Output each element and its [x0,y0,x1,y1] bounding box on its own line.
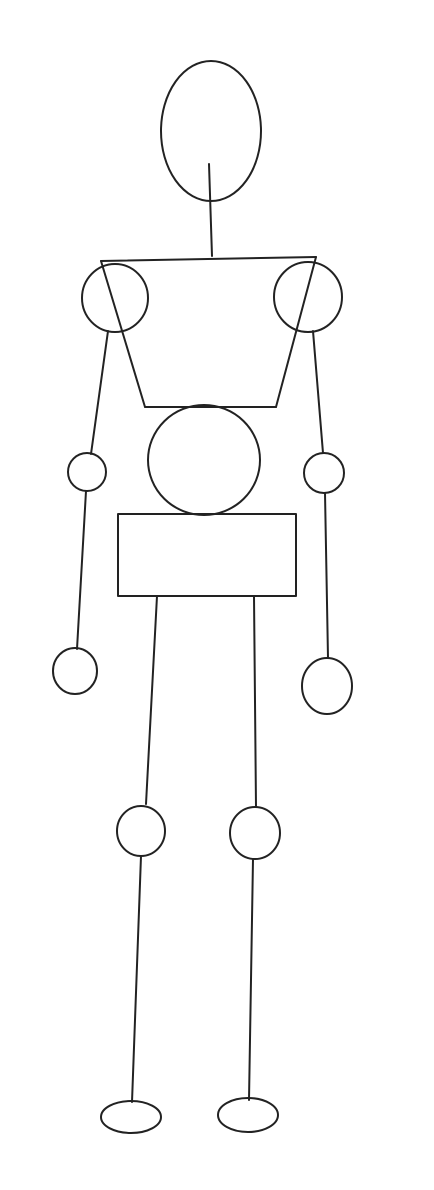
left-hand [52,647,98,695]
left-elbow-joint [67,452,107,492]
shoulder-line [100,256,317,262]
left-shoulder-joint [81,263,149,333]
right-shoulder-joint [273,261,343,333]
right-hand [301,657,353,715]
right-shin [248,858,254,1101]
left-knee-joint [116,805,166,857]
left-foot [100,1100,162,1134]
right-upper-arm [312,330,324,454]
hip-box [117,513,297,597]
head [160,60,262,202]
right-knee-joint [229,806,281,860]
belly-circle [147,404,261,516]
right-elbow-joint [303,452,345,494]
right-foot [217,1097,279,1133]
right-forearm [324,492,329,659]
neck-line [208,163,213,257]
right-thigh [253,595,257,808]
torso-right-edge [275,256,317,408]
left-thigh [145,595,158,805]
left-upper-arm [90,330,109,455]
left-shin [131,855,142,1103]
torso-left-edge [100,260,146,408]
left-forearm [76,490,87,650]
